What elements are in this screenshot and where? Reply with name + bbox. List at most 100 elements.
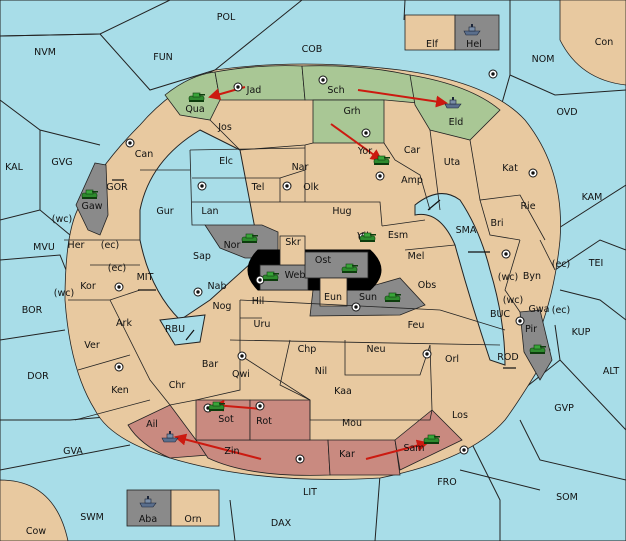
fleet-ship-icon[interactable] — [139, 496, 157, 508]
province-label-dor: DOR — [27, 371, 49, 382]
province-label-mvu: MVU — [33, 242, 55, 253]
province-label-eun: Eun — [324, 292, 342, 303]
supply-center-marker — [255, 401, 265, 411]
province-label-chr: Chr — [169, 380, 186, 391]
supply-center-marker — [295, 454, 305, 464]
supply-center-marker — [459, 445, 469, 455]
province-label-grh: Grh — [343, 106, 360, 117]
province-skr[interactable] — [279, 235, 306, 266]
supply-center-marker — [125, 138, 135, 148]
province-rot[interactable] — [249, 399, 311, 441]
province-label-amp: Amp — [401, 175, 423, 186]
province-label-nom: NOM — [532, 54, 555, 65]
province-aba[interactable] — [126, 489, 172, 527]
province-label-qwi: Qwi — [232, 369, 250, 380]
army-tank-icon[interactable] — [341, 263, 358, 273]
army-tank-icon[interactable] — [208, 401, 225, 411]
province-label-neu: Neu — [367, 344, 386, 355]
move-arrow — [357, 89, 448, 108]
province-label-skr: Skr — [285, 237, 301, 248]
province-label-sma: SMA — [456, 225, 477, 236]
province-eun[interactable] — [319, 277, 348, 307]
province-label-rie: Rie — [520, 201, 535, 212]
supply-center-marker — [193, 287, 203, 297]
province-label-pir: Pir — [525, 324, 537, 335]
army-tank-icon[interactable] — [359, 232, 376, 242]
province-label-con: Con — [595, 37, 613, 48]
move-arrow — [365, 439, 429, 460]
army-tank-icon[interactable] — [423, 434, 440, 444]
province-label-elf: Elf — [426, 39, 439, 50]
army-tank-icon[interactable] — [262, 271, 279, 281]
province-elf[interactable] — [404, 14, 456, 51]
province-label-fro: FRO — [437, 477, 457, 488]
province-label-sun: Sun — [359, 292, 377, 303]
province-label-ec4: (ec) — [552, 305, 570, 316]
rbu-sea — [159, 314, 206, 346]
province-label-esm: Esm — [388, 230, 408, 241]
army-tank-icon[interactable] — [241, 233, 258, 243]
province-label-kar: Kar — [339, 449, 355, 460]
province-label-cob: COB — [302, 44, 323, 55]
province-label-alt: ALT — [603, 366, 619, 377]
province-label-lit: LIT — [303, 487, 317, 498]
army-tank-icon[interactable] — [529, 344, 546, 354]
province-label-sam: Sam — [403, 443, 424, 454]
province-label-wc3: (wc) — [54, 288, 74, 299]
province-label-bar: Bar — [202, 359, 218, 370]
fleet-ship-icon[interactable] — [463, 24, 481, 36]
supply-center-marker — [233, 82, 243, 92]
army-tank-icon[interactable] — [188, 92, 205, 102]
province-label-nab: Nab — [208, 281, 227, 292]
province-label-obs: Obs — [418, 280, 437, 291]
province-label-rot: Rot — [256, 416, 272, 427]
province-label-nog: Nog — [213, 301, 232, 312]
fleet-ship-icon[interactable] — [444, 97, 462, 109]
province-label-jos: Jos — [217, 122, 232, 133]
province-kar[interactable] — [327, 439, 401, 476]
army-tank-icon[interactable] — [384, 292, 401, 302]
army-tank-icon[interactable] — [373, 155, 390, 165]
province-label-tei: TEI — [588, 258, 604, 269]
province-label-kor: Kor — [80, 281, 96, 292]
province-label-qua: Qua — [185, 104, 204, 115]
province-label-olk: Olk — [303, 182, 319, 193]
province-label-nar: Nar — [292, 162, 309, 173]
province-label-gvg: GVG — [51, 157, 72, 168]
province-label-chp: Chp — [298, 344, 317, 355]
province-label-rbu: RBU — [165, 324, 185, 335]
province-label-cow: Cow — [26, 526, 46, 537]
inner-sea-east — [414, 193, 506, 366]
supply-center-marker — [318, 75, 328, 85]
province-label-sot: Sot — [218, 414, 234, 425]
province-label-los: Los — [452, 410, 468, 421]
province-label-mou: Mou — [342, 418, 362, 429]
province-label-ken: Ken — [111, 385, 129, 396]
province-label-ovd: OVD — [556, 107, 577, 118]
province-label-som: SOM — [556, 492, 578, 503]
supply-center-marker — [114, 362, 124, 372]
province-label-rod: ROD — [497, 352, 518, 363]
province-label-byn: Byn — [523, 271, 541, 282]
move-arrow — [174, 433, 262, 460]
province-label-ver: Ver — [84, 340, 100, 351]
province-label-bor: BOR — [22, 305, 43, 316]
province-label-zin: Zin — [224, 446, 239, 457]
province-label-lan: Lan — [201, 206, 218, 217]
army-tank-icon[interactable] — [81, 189, 98, 199]
supply-center-marker — [488, 69, 498, 79]
province-label-uru: Uru — [254, 319, 271, 330]
fleet-ship-icon[interactable] — [161, 431, 179, 443]
strait-markers — [112, 179, 516, 369]
province-label-kup: KUP — [572, 327, 591, 338]
province-orn[interactable] — [170, 489, 220, 527]
supply-center-marker — [197, 181, 207, 191]
province-label-ec3: (ec) — [552, 259, 570, 270]
province-label-buc: BUC — [490, 309, 510, 320]
province-label-jad: Jad — [246, 85, 262, 96]
province-label-swm: SWM — [80, 512, 104, 523]
province-label-mel: Mel — [408, 251, 425, 262]
province-label-sch: Sch — [327, 85, 344, 96]
supply-centers — [114, 69, 538, 464]
supply-center-marker — [528, 168, 538, 178]
